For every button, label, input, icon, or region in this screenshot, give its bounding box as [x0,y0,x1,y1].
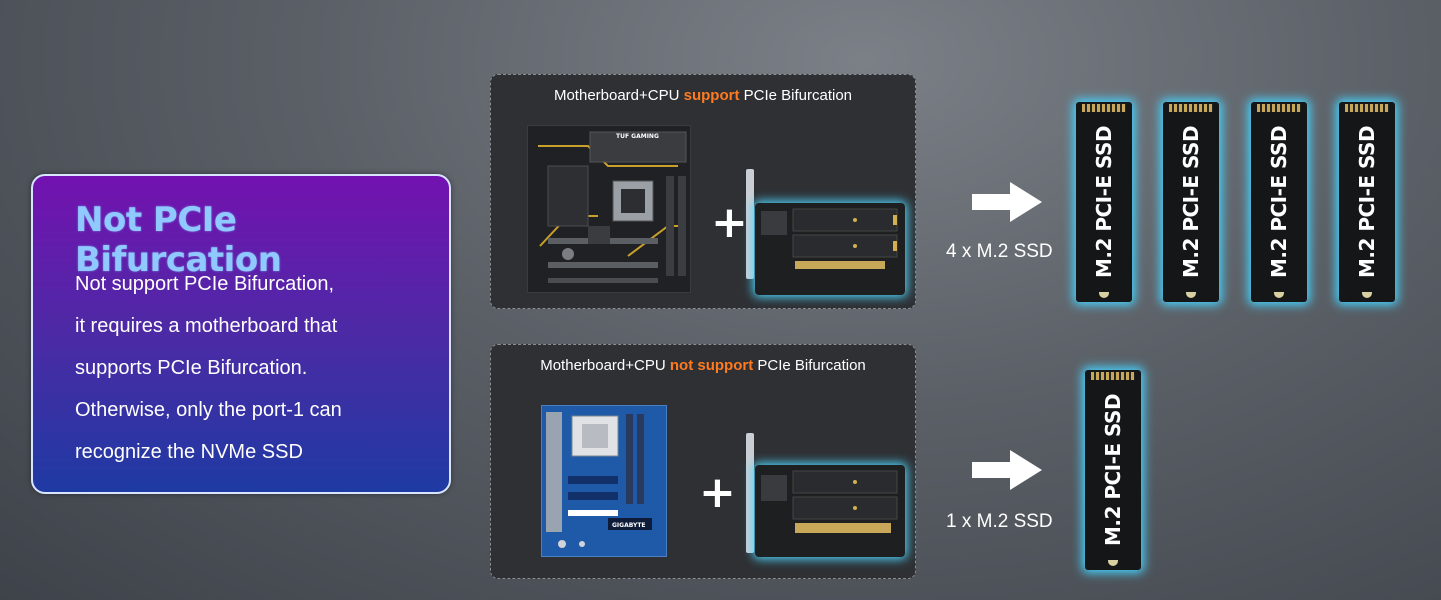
ssd-label: M.2 PCI-E SSD [1355,125,1379,279]
mobo-brand-text: GIGABYTE [612,522,646,529]
heading-prefix: Motherboard+CPU [540,357,670,374]
arrow-right-icon [972,182,1042,222]
nvme-adapter-card [755,465,905,557]
plus-sign: + [699,467,736,518]
ssd-label: M.2 PCI-E SSD [1101,393,1125,547]
plus-sign: + [711,197,748,248]
panel-heading-supported: Motherboard+CPU support PCIe Bifurcation [491,87,915,104]
arrow-right-icon [972,450,1042,490]
heading-highlight: not support [669,357,754,374]
heading-highlight: support [683,87,740,104]
ssd-connector [1082,104,1126,112]
info-line: it requires a motherboard that [75,315,338,337]
info-line: Otherwise, only the port-1 can [75,399,342,421]
adapter-bracket [746,169,754,279]
heading-suffix: PCIe Bifurcation [753,357,866,374]
motherboard-gigabyte-image: GIGABYTE [541,405,667,557]
ssd-label: M.2 PCI-E SSD [1179,125,1203,279]
mobo-brand-text: TUF GAMING [616,133,659,140]
ssd-label: M.2 PCI-E SSD [1092,125,1116,279]
ssd-count-not-supported: 1 x M.2 SSD [946,511,1053,532]
motherboard-tuf-drawing: TUF GAMING [528,126,690,292]
motherboard-gigabyte-drawing: GIGABYTE [542,406,666,556]
ssd-connector [1091,372,1135,380]
ssd-notch [1099,292,1109,298]
m2-ssd: M.2 PCI-E SSD [1163,102,1219,302]
info-description: Not support PCIe Bifurcation, it require… [75,272,342,482]
heading-suffix: PCIe Bifurcation [739,87,853,104]
ssd-connector [1257,104,1301,112]
adapter-card-drawing [761,470,898,533]
ssd-count-supported: 4 x M.2 SSD [946,241,1053,262]
m2-ssd: M.2 PCI-E SSD [1251,102,1307,302]
info-line: supports PCIe Bifurcation. [75,357,308,379]
nvme-adapter-card [755,203,905,295]
adapter-bracket [746,433,754,553]
info-line: Not support PCIe Bifurcation, [75,273,335,295]
panel-bifurcation-not-supported: Motherboard+CPU not support PCIe Bifurca… [490,344,916,579]
m2-ssd: M.2 PCI-E SSD [1076,102,1132,302]
adapter-card-drawing [761,208,898,269]
ssd-notch [1108,560,1118,566]
ssd-notch [1362,292,1372,298]
motherboard-tuf-image: TUF GAMING [527,125,691,293]
ssd-label: M.2 PCI-E SSD [1267,125,1291,279]
ssd-connector [1169,104,1213,112]
info-title: Not PCIe Bifurcation [75,200,282,280]
panel-heading-not-supported: Motherboard+CPU not support PCIe Bifurca… [491,357,915,374]
panel-bifurcation-supported: Motherboard+CPU support PCIe Bifurcation… [490,74,916,309]
ssd-notch [1186,292,1196,298]
m2-ssd: M.2 PCI-E SSD [1085,370,1141,570]
ssd-notch [1274,292,1284,298]
info-line: recognize the NVMe SSD [75,441,303,463]
ssd-connector [1345,104,1389,112]
m2-ssd: M.2 PCI-E SSD [1339,102,1395,302]
info-card: Not PCIe Bifurcation Not support PCIe Bi… [31,174,451,494]
heading-prefix: Motherboard+CPU [553,87,684,104]
